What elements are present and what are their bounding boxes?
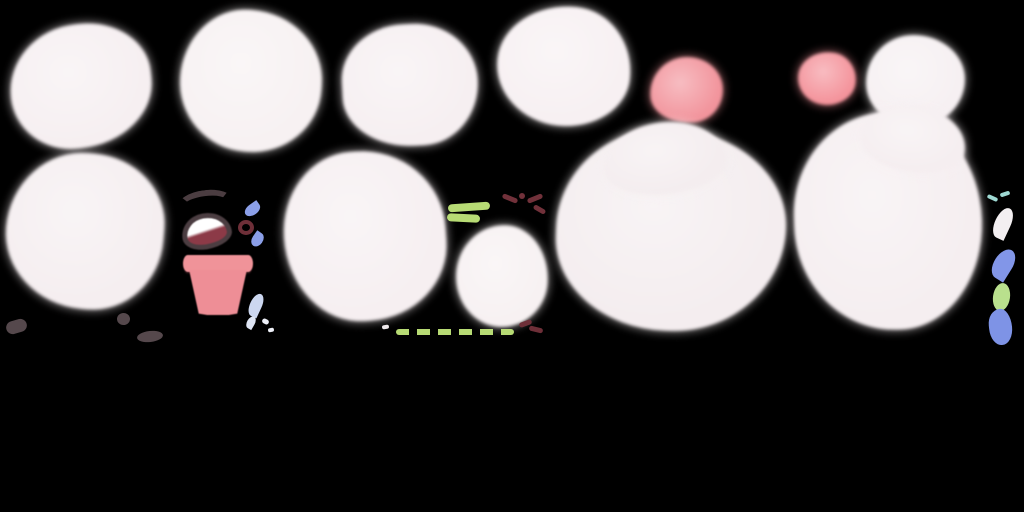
maroon-ring xyxy=(238,220,254,235)
white-speck-2 xyxy=(267,327,275,333)
paper-blob-top-4 xyxy=(491,0,637,133)
grass-dash-line xyxy=(396,329,514,335)
teal-sparkle-2 xyxy=(999,190,1011,198)
white-speck-1 xyxy=(261,317,270,326)
pot-body xyxy=(189,270,247,315)
pink-blob-1 xyxy=(647,54,726,126)
green-drop xyxy=(991,281,1012,313)
mouth-open-smile xyxy=(178,208,235,254)
grass-stroke-1 xyxy=(447,201,491,213)
pale-drop-2 xyxy=(244,314,258,331)
white-speck-3 xyxy=(381,324,390,330)
gray-oval xyxy=(136,329,164,344)
blue-drop-1 xyxy=(242,200,263,219)
gray-dot xyxy=(117,313,130,325)
paper-blob-mid-3 xyxy=(453,222,551,330)
paper-blob-top-2 xyxy=(175,5,327,157)
pink-blob-2 xyxy=(794,48,860,109)
blue-blob-right xyxy=(987,307,1014,347)
maroon-mark-1 xyxy=(501,193,519,204)
smile-mouth xyxy=(176,186,239,254)
paper-blob-mid-2 xyxy=(278,145,452,327)
paper-blob-top-3 xyxy=(338,20,482,150)
paper-blob-mid-1 xyxy=(0,146,171,316)
teal-sparkle-1 xyxy=(986,193,999,203)
gray-bean xyxy=(4,317,29,336)
maroon-squiggle-2 xyxy=(528,325,544,334)
white-drop xyxy=(988,205,1018,241)
maroon-mark-2 xyxy=(526,193,544,204)
blue-drop-right xyxy=(986,245,1021,283)
pot-rim xyxy=(183,255,253,272)
flower-pot xyxy=(183,255,253,315)
paper-blob-top-1 xyxy=(3,16,159,156)
grass-stroke-2 xyxy=(446,213,481,223)
maroon-dot xyxy=(519,193,525,199)
maroon-mark-3 xyxy=(532,204,547,215)
